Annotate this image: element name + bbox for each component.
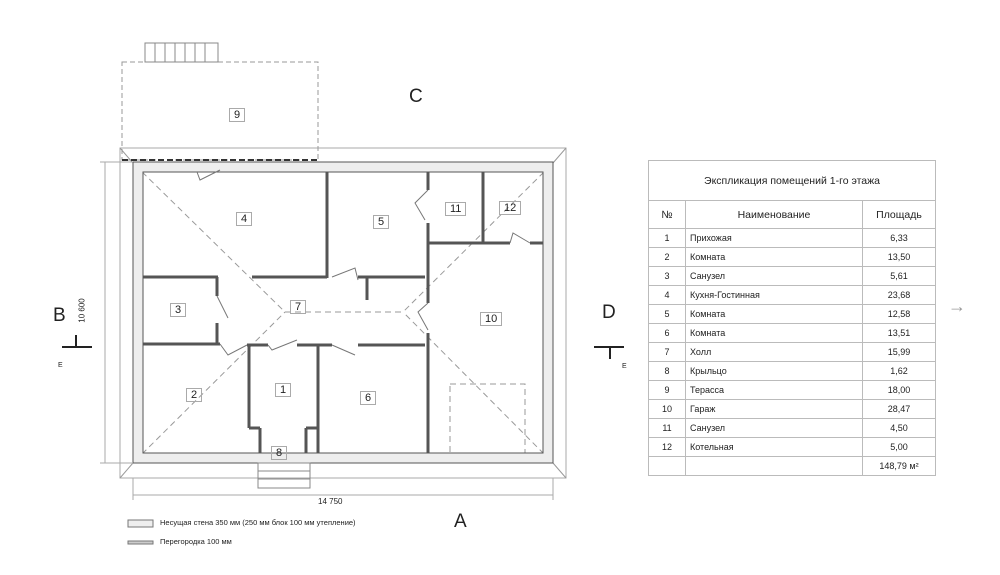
cell-area: 5,61 (862, 266, 936, 286)
cell-area: 12,58 (862, 304, 936, 324)
cell-number: 9 (648, 380, 686, 400)
terrace-stairs (144, 42, 219, 63)
cell-number: 7 (648, 342, 686, 362)
room-label-2: 2 (186, 388, 203, 402)
partitions (143, 172, 543, 453)
cell-number: 12 (648, 437, 686, 457)
legend-bearing-wall: Несущая стена 350 мм (250 мм блок 100 мм… (160, 518, 356, 527)
room-label-3: 3 (170, 303, 187, 317)
header-name: Наименование (685, 200, 863, 229)
entrance-steps (257, 462, 311, 489)
dimension-lines (100, 161, 554, 500)
partition-swatch (127, 540, 154, 545)
table-title: Экспликация помещений 1-го этажа (648, 160, 936, 201)
header-number: № (648, 200, 686, 229)
total-area: 148,79 м² (862, 456, 936, 476)
dimension-width: 14 750 (318, 497, 343, 506)
facade-c: C (409, 86, 423, 107)
cell-name: Санузел (685, 266, 863, 286)
cell-number: 10 (648, 399, 686, 419)
cell-area: 13,51 (862, 323, 936, 343)
cell-name: Прихожая (685, 228, 863, 248)
cell-area: 28,47 (862, 399, 936, 419)
cell-number: 3 (648, 266, 686, 286)
cell-area: 6,33 (862, 228, 936, 248)
cell-name: Холл (685, 342, 863, 362)
cell-area: 1,62 (862, 361, 936, 381)
cell-number: 8 (648, 361, 686, 381)
dimension-height: 10 600 (77, 298, 87, 323)
terrace-outline (121, 61, 319, 161)
doors (196, 169, 531, 356)
cell-name: Комната (685, 247, 863, 267)
next-arrow-icon[interactable]: → (948, 296, 966, 316)
bearing-wall-swatch (127, 519, 154, 528)
cell-name: Комната (685, 304, 863, 324)
cell-number: 2 (648, 247, 686, 267)
room-label-10: 10 (480, 312, 503, 326)
room-label-6: 6 (360, 391, 377, 405)
cell-number: 11 (648, 418, 686, 438)
room-label-1: 1 (275, 383, 292, 397)
cell-area: 4,50 (862, 418, 936, 438)
cell-name: Терасса (685, 380, 863, 400)
section-mark-right: E (622, 363, 627, 370)
facade-a: A (454, 511, 467, 532)
room-label-9: 9 (229, 108, 246, 122)
room-label-11: 11 (445, 202, 467, 216)
room-label-8: 8 (271, 446, 288, 460)
cell-name: Санузел (685, 418, 863, 438)
room-label-5: 5 (373, 215, 390, 229)
cell-area: 5,00 (862, 437, 936, 457)
room-label-7: 7 (290, 300, 307, 314)
room-schedule-table: Экспликация помещений 1-го этажа № Наиме… (648, 160, 936, 476)
cell-name: Комната (685, 323, 863, 343)
cell-name: Гараж (685, 399, 863, 419)
cell-area: 23,68 (862, 285, 936, 305)
cell-area: 18,00 (862, 380, 936, 400)
cell-name: Крыльцо (685, 361, 863, 381)
cell-area: 15,99 (862, 342, 936, 362)
cell-number: 4 (648, 285, 686, 305)
cell-area: 13,50 (862, 247, 936, 267)
cell-number: 6 (648, 323, 686, 343)
bearing-walls (132, 161, 554, 464)
room-label-12: 12 (499, 201, 522, 215)
cell-number: 1 (648, 228, 686, 248)
header-area: Площадь (862, 200, 936, 229)
section-mark-left: E (58, 362, 63, 369)
cell-name: Кухня-Гостинная (685, 285, 863, 305)
cell-name: Котельная (685, 437, 863, 457)
cell-number: 5 (648, 304, 686, 324)
facade-d: D (602, 302, 616, 323)
legend-partition: Перегородка 100 мм (160, 537, 232, 546)
room-label-4: 4 (236, 212, 253, 226)
section-markers (62, 335, 624, 359)
facade-b: B (53, 305, 66, 326)
